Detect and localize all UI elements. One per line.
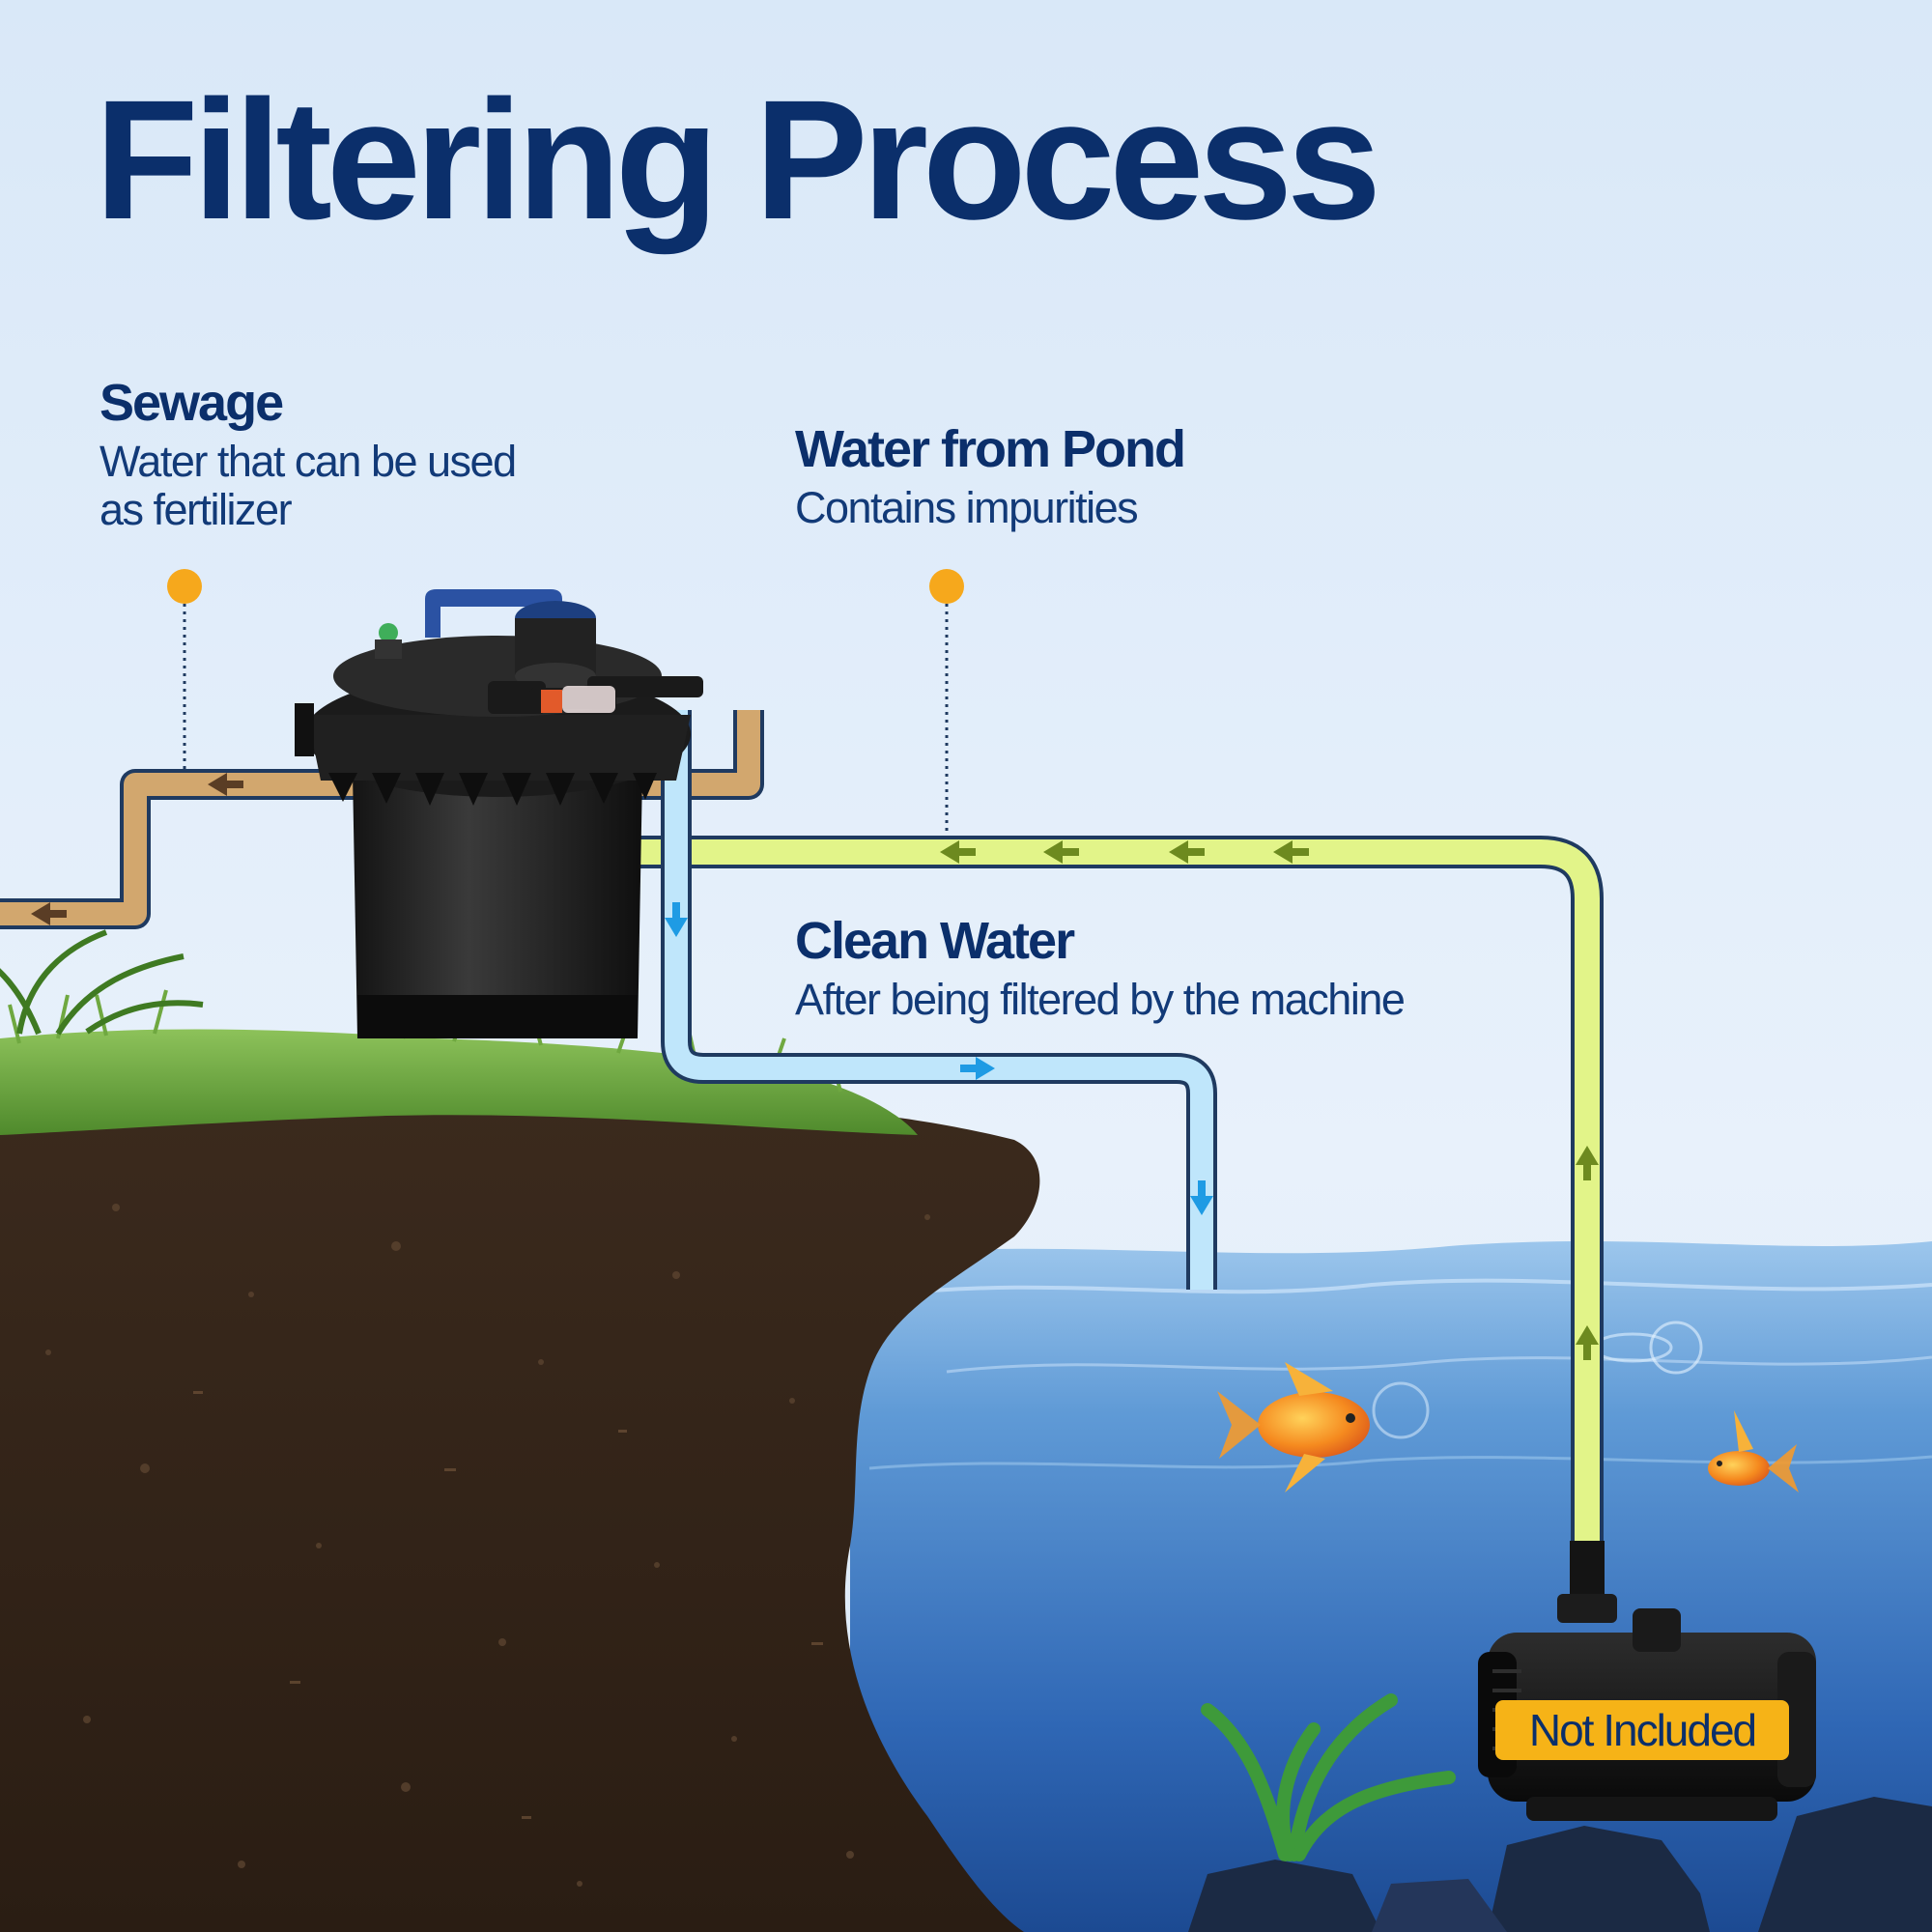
page-title: Filtering Process xyxy=(95,66,1381,255)
clean-arrow-3 xyxy=(1190,1180,1213,1215)
sewage-arrow-2 xyxy=(31,902,67,925)
inlet-arrow-2 xyxy=(1043,840,1079,864)
not-included-badge: Not Included xyxy=(1495,1700,1789,1760)
inlet-arrow-1 xyxy=(940,840,976,864)
inlet-arrow-5 xyxy=(1576,1146,1599,1180)
soil-cliff xyxy=(0,1100,1040,1932)
pond-filter-icon xyxy=(295,589,703,1038)
clean-description: After being filtered by the machine xyxy=(795,975,1406,1025)
sewage-marker xyxy=(167,569,202,773)
pond-description: Contains impurities xyxy=(795,483,1139,533)
goldfish-small-icon xyxy=(1708,1410,1799,1492)
pond-water xyxy=(850,1241,1932,1932)
clean-title: Clean Water xyxy=(795,912,1075,970)
clean-arrow-2 xyxy=(960,1057,995,1080)
clean-arrow-1 xyxy=(665,902,688,937)
sewage-arrow-1 xyxy=(208,773,243,796)
sewage-pipe xyxy=(0,710,764,929)
sewage-title: Sewage xyxy=(99,374,284,432)
inlet-arrow-6 xyxy=(1576,1325,1599,1360)
pond-callout: Water from Pond Contains impurities xyxy=(795,420,1471,533)
rocks xyxy=(1188,1797,1932,1932)
sewage-description: Water that can be used as fertilizer xyxy=(99,437,517,534)
inlet-arrow-3 xyxy=(1169,840,1205,864)
clean-callout: Clean Water After being filtered by the … xyxy=(795,912,1664,1025)
goldfish-icon xyxy=(1217,1362,1370,1492)
pond-marker xyxy=(929,569,964,838)
sewage-callout: Sewage Water that can be used as fertili… xyxy=(99,374,563,534)
inlet-arrow-4 xyxy=(1273,840,1309,864)
water-plant-icon xyxy=(1201,1693,1456,1861)
clean-water-pipe xyxy=(661,710,1217,1290)
pond-title: Water from Pond xyxy=(795,420,1186,478)
